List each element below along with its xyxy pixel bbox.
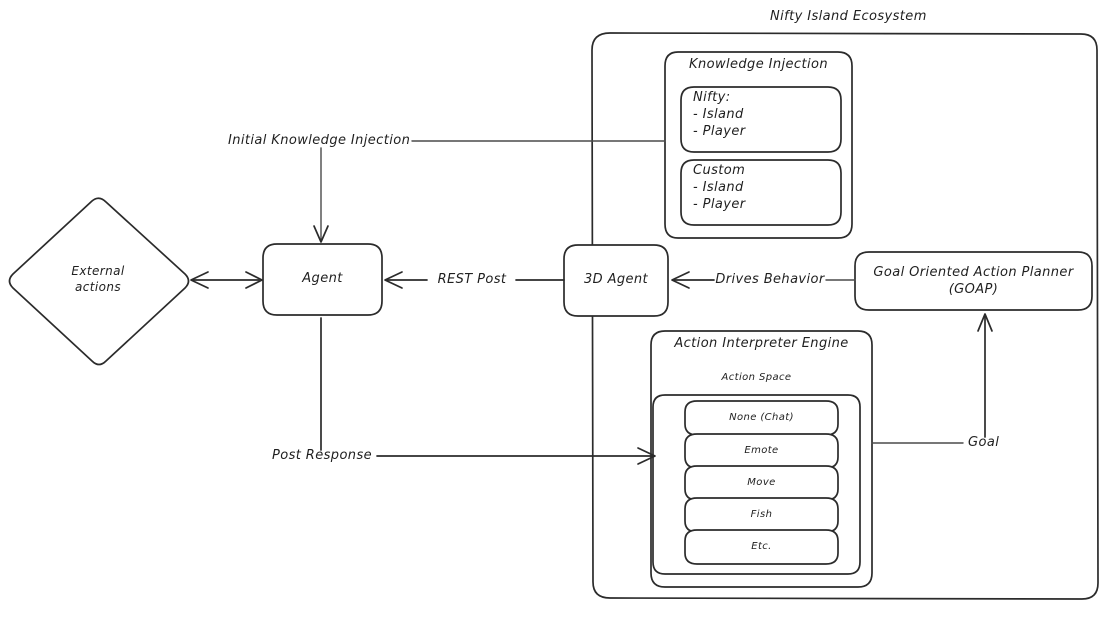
edge-external-agent-arrowhead-left: [190, 271, 209, 289]
action-item-pill-0[interactable]: [684, 400, 839, 436]
action-item-pill-2[interactable]: [684, 465, 839, 501]
goap-box-shape: [854, 251, 1093, 311]
custom-knowledge-box-shape: [680, 159, 842, 226]
nifty-knowledge-box-shape: [680, 86, 842, 153]
edge-post-response-arrowhead: [637, 447, 656, 465]
action-item-pill-3[interactable]: [684, 497, 839, 533]
agent-box-shape: [262, 243, 383, 316]
edge-external-agent-arrowhead-right: [245, 271, 263, 289]
external-actions-diamond-shape: [8, 197, 190, 366]
edge-drives-behavior-arrowhead: [671, 271, 690, 289]
edge-initial-knowledge-arrowhead: [313, 225, 329, 243]
action-item-pill-1[interactable]: [684, 433, 839, 469]
edge-rest-post-arrowhead: [384, 271, 403, 289]
ecosystem-container-shape: [591, 32, 1099, 600]
edge-goal-arrowhead: [977, 313, 993, 332]
agent-3d-box-shape: [563, 244, 669, 317]
action-item-pill-4[interactable]: [684, 529, 839, 565]
